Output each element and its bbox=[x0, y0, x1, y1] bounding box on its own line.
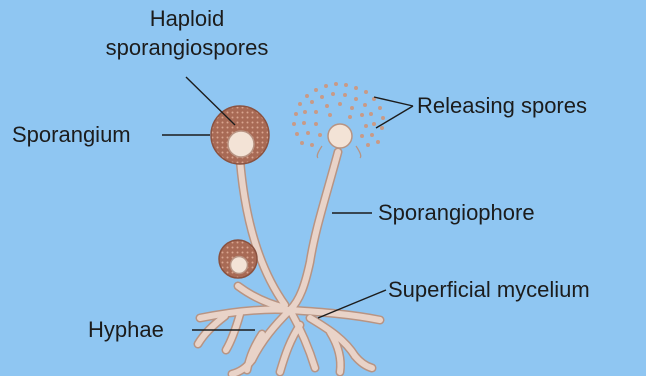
sporangium-mature bbox=[211, 106, 269, 164]
label-hyphae: Hyphae bbox=[88, 317, 164, 343]
sporangium-young bbox=[219, 240, 257, 278]
label-sporangiophore: Sporangiophore bbox=[378, 200, 535, 226]
label-superficial-mycelium: Superficial mycelium bbox=[388, 277, 590, 303]
label-sporangiospores: sporangiospores bbox=[98, 35, 276, 61]
leader-lines bbox=[162, 77, 413, 330]
label-haploid: Haploid bbox=[128, 6, 246, 32]
label-sporangium: Sporangium bbox=[12, 122, 131, 148]
label-releasing-spores: Releasing spores bbox=[417, 93, 587, 119]
